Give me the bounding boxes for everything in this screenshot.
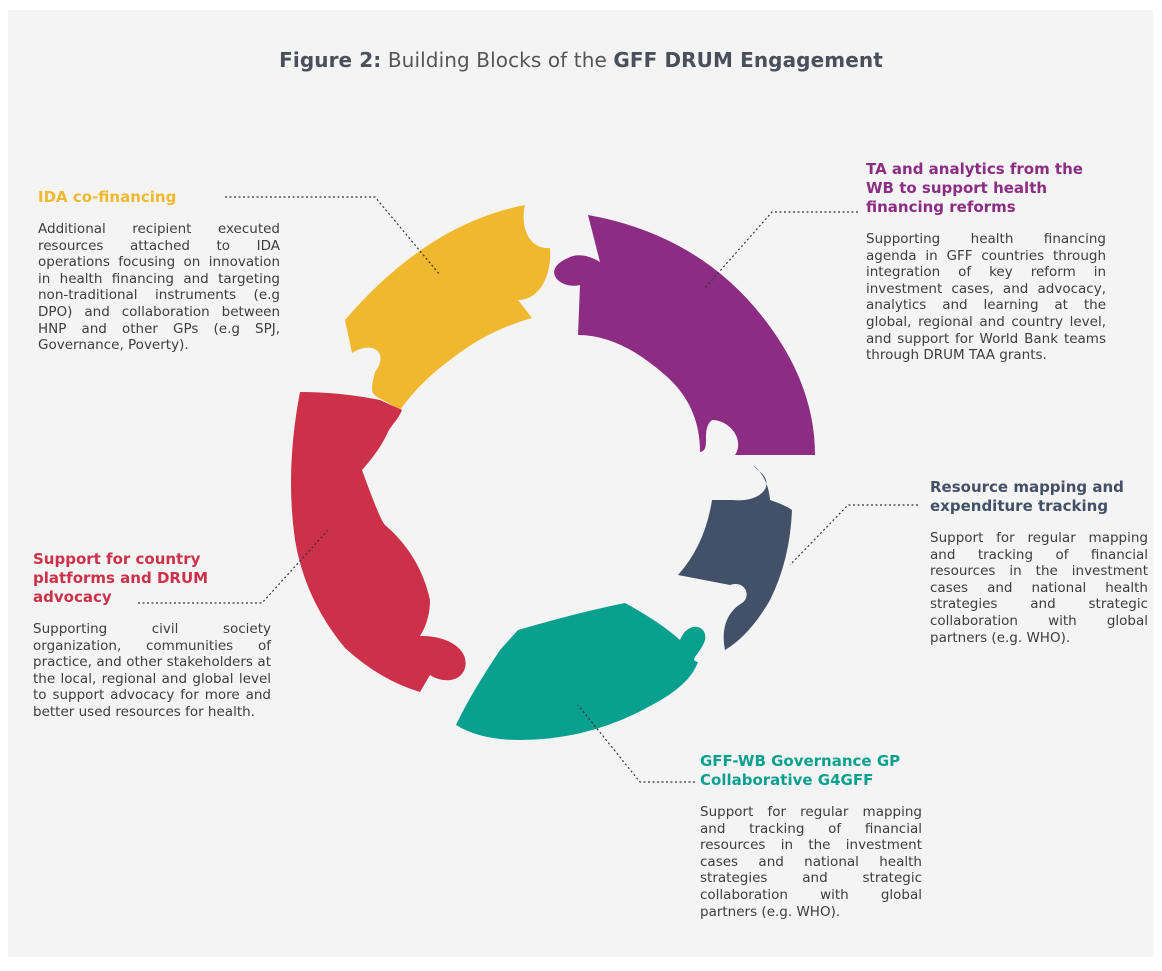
puzzle-piece-ta xyxy=(554,215,815,455)
block-resource: Resource mapping and expenditure trackin… xyxy=(930,478,1148,646)
figure-title-highlight: GFF DRUM Engagement xyxy=(613,48,883,72)
heading-ida: IDA co-financing xyxy=(38,188,177,206)
body-country: Supporting civil society organization, c… xyxy=(33,621,271,720)
figure-title-text: Building Blocks of the xyxy=(387,48,607,72)
body-resource: Support for regular mapping and tracking… xyxy=(930,530,1148,646)
connector-governance xyxy=(577,704,695,783)
block-ida: IDA co-financing Additional recipient ex… xyxy=(38,188,280,354)
block-governance: GFF-WB Governance GP Collaborative G4GFF… xyxy=(700,752,922,920)
body-ida: Additional recipient executed resources … xyxy=(38,221,280,354)
heading-country: Support for country platforms and DRUM a… xyxy=(33,550,209,606)
connector-lines xyxy=(138,196,918,783)
connector-country xyxy=(138,529,329,604)
puzzle-piece-governance xyxy=(456,603,706,740)
ring-inner-hole xyxy=(427,344,683,600)
body-ta: Supporting health financing agenda in GF… xyxy=(866,231,1106,364)
puzzle-piece-resource xyxy=(678,466,792,650)
puzzle-piece-ida xyxy=(345,205,551,410)
figure-title: Figure 2: Building Blocks of the GFF DRU… xyxy=(0,48,1162,72)
connector-ta xyxy=(704,211,858,289)
figure-label: Figure 2: xyxy=(279,48,382,72)
block-country: Support for country platforms and DRUM a… xyxy=(33,550,271,721)
puzzle-piece-country xyxy=(291,392,466,692)
body-governance: Support for regular mapping and tracking… xyxy=(700,804,922,920)
heading-ta: TA and analytics from the WB to support … xyxy=(866,160,1083,216)
heading-resource: Resource mapping and expenditure trackin… xyxy=(930,478,1124,515)
connector-resource xyxy=(789,504,918,566)
block-ta: TA and analytics from the WB to support … xyxy=(866,160,1106,364)
heading-governance: GFF-WB Governance GP Collaborative G4GFF xyxy=(700,752,901,789)
connector-ida xyxy=(225,196,441,276)
